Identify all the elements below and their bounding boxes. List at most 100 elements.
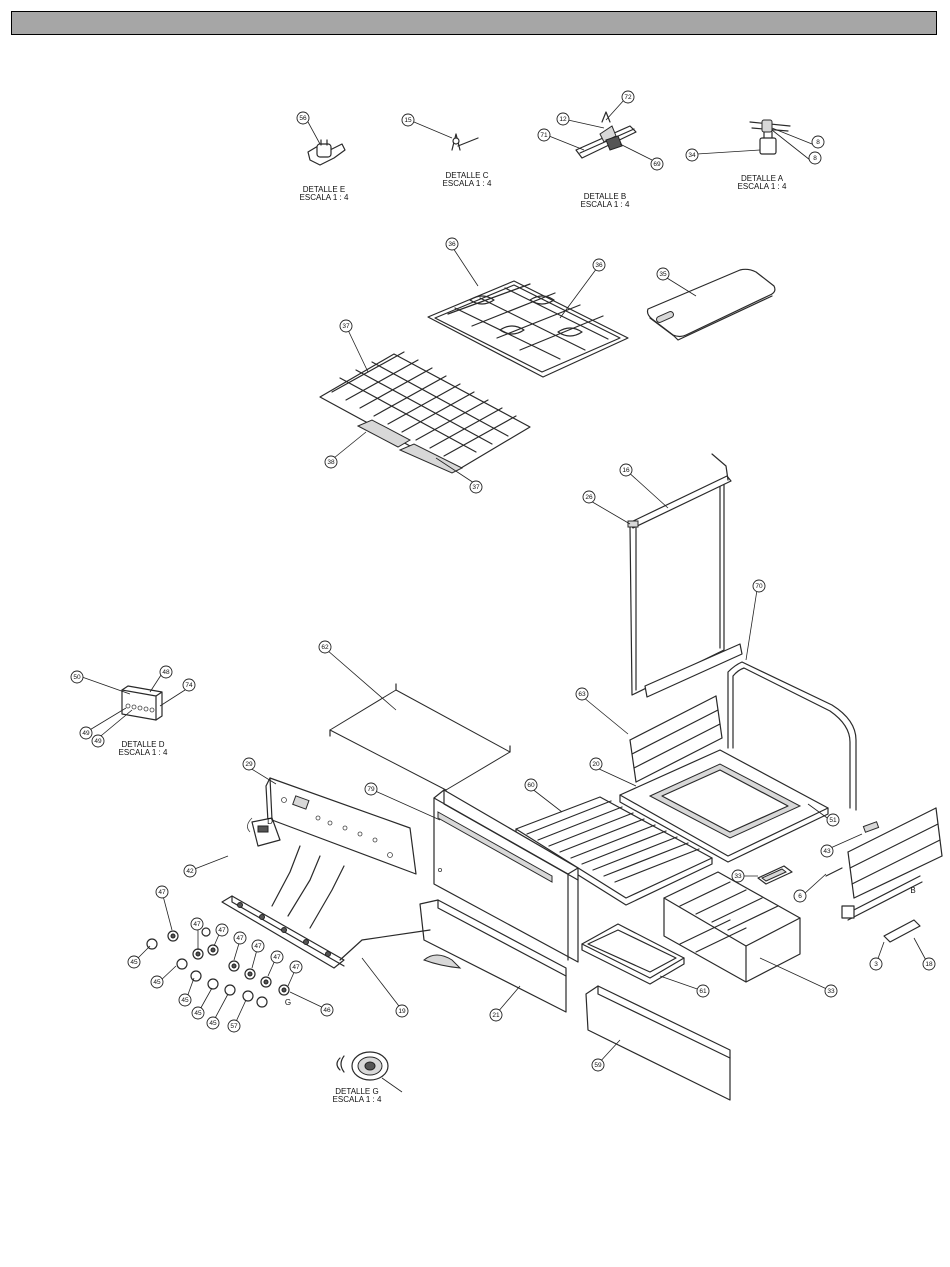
- callout-label: 47: [236, 935, 244, 942]
- callout-bubble: [731, 869, 745, 883]
- oven-door: [433, 789, 579, 963]
- callout-bubble: [339, 319, 353, 333]
- callout-label: 59: [594, 1062, 602, 1069]
- header-bar: [11, 11, 937, 35]
- callout-label: 45: [153, 979, 161, 986]
- detail-e-title: DETALLE E: [303, 185, 346, 194]
- callout-label: 42: [186, 868, 194, 875]
- callout-label: 15: [404, 117, 412, 124]
- callout-label: 26: [585, 494, 593, 501]
- callout-bubble: [793, 889, 807, 903]
- callout-bubble: [575, 687, 589, 701]
- callout-bubble: [869, 957, 883, 971]
- knob-cap: [757, 865, 793, 885]
- drawer-frame: [663, 871, 801, 983]
- callout-label: 74: [185, 682, 193, 689]
- callout-label: 45: [194, 1010, 202, 1017]
- callout-bubble: [178, 993, 192, 1007]
- callout-label: 57: [230, 1023, 238, 1030]
- detail-a-title: DETALLE A: [741, 174, 784, 183]
- callout-label: 62: [321, 644, 329, 651]
- callout-label: 33: [827, 988, 835, 995]
- callout-label: 50: [73, 674, 81, 681]
- callout-bubble: [190, 917, 204, 931]
- callout-bubble: [752, 579, 766, 593]
- callout-label: 21: [492, 1012, 500, 1019]
- leader-lines: [81, 99, 929, 1093]
- callout-bubble: [824, 984, 838, 998]
- callout-label: 45: [181, 997, 189, 1004]
- griddle-plate: [646, 268, 776, 341]
- right-side-rack: [825, 807, 943, 943]
- callout-label: 61: [699, 988, 707, 995]
- callout-label: 45: [209, 1020, 217, 1027]
- callout-bubble: [656, 267, 670, 281]
- rear-panel: [627, 453, 743, 698]
- callout-label: 47: [254, 943, 262, 950]
- callout-label: 36: [595, 262, 603, 269]
- callout-label: 49: [94, 738, 102, 745]
- detail-g-title: DETALLE G: [335, 1087, 378, 1096]
- callout-label: 47: [218, 927, 226, 934]
- detail-b-scale: ESCALA 1 : 4: [581, 200, 630, 209]
- detail-b-title: DETALLE B: [584, 192, 627, 201]
- gas-manifold: [221, 845, 431, 969]
- callout-bubble: [324, 455, 338, 469]
- callout-bubble: [537, 128, 551, 142]
- callout-label: 16: [622, 467, 630, 474]
- callout-label: 46: [323, 1007, 331, 1014]
- callout-label: 19: [398, 1008, 406, 1015]
- wire-rod: [329, 683, 511, 797]
- callout-label: 72: [624, 94, 632, 101]
- callout-bubble: [826, 813, 840, 827]
- detail-c-title: DETALLE C: [446, 171, 489, 180]
- callout-bubble: [524, 778, 538, 792]
- callout-label: 60: [527, 782, 535, 789]
- callout-bubble: [127, 955, 141, 969]
- callout-bubble: [685, 148, 699, 162]
- oven-bottom: [619, 749, 829, 863]
- callout-bubble: [582, 490, 596, 504]
- callout-bubble: [621, 90, 635, 104]
- callout-label: 8: [816, 139, 820, 146]
- callout-label: 36: [448, 241, 456, 248]
- detail-e-drawing: [307, 139, 346, 166]
- knobs: [146, 927, 290, 1008]
- callout-bubble: [296, 111, 310, 125]
- detail-e-scale: ESCALA 1 : 4: [300, 193, 349, 202]
- callout-bubble: [70, 670, 84, 684]
- callout-bubble: [696, 984, 710, 998]
- callout-bubble: [395, 1004, 409, 1018]
- detail-d-drawing: [121, 685, 163, 721]
- control-panel: [265, 777, 417, 875]
- detail-d-scale: ESCALA 1 : 4: [119, 748, 168, 757]
- callout-bubble: [227, 1019, 241, 1033]
- callout-bubble: [251, 939, 265, 953]
- detail-b-drawing: [575, 111, 637, 159]
- callout-bubble: [320, 1003, 334, 1017]
- callout-bubble: [182, 678, 196, 692]
- callout-label: 35: [659, 271, 667, 278]
- callout-bubble: [159, 665, 173, 679]
- callout-label: 18: [925, 961, 933, 968]
- callout-bubble: [191, 1006, 205, 1020]
- callout-bubble: [270, 950, 284, 964]
- callout-bubble: [364, 782, 378, 796]
- callout-bubble: [233, 931, 247, 945]
- callout-label: 48: [162, 669, 170, 676]
- callout-label: 38: [327, 459, 335, 466]
- control-module: [247, 817, 281, 847]
- callout-label: 47: [273, 954, 281, 961]
- callout-label: 69: [653, 161, 661, 168]
- detail-a-drawing: [749, 119, 791, 155]
- callout-bubble: [556, 112, 570, 126]
- top-grate: [427, 280, 629, 378]
- callout-label: 79: [367, 786, 375, 793]
- callout-bubble: [922, 957, 936, 971]
- callout-bubble: [650, 157, 664, 171]
- callout-bubble: [79, 726, 93, 740]
- oven-rack-side: [629, 695, 723, 783]
- callout-label: 47: [292, 964, 300, 971]
- callout-bubble: [489, 1008, 503, 1022]
- callout-label: 56: [299, 115, 307, 122]
